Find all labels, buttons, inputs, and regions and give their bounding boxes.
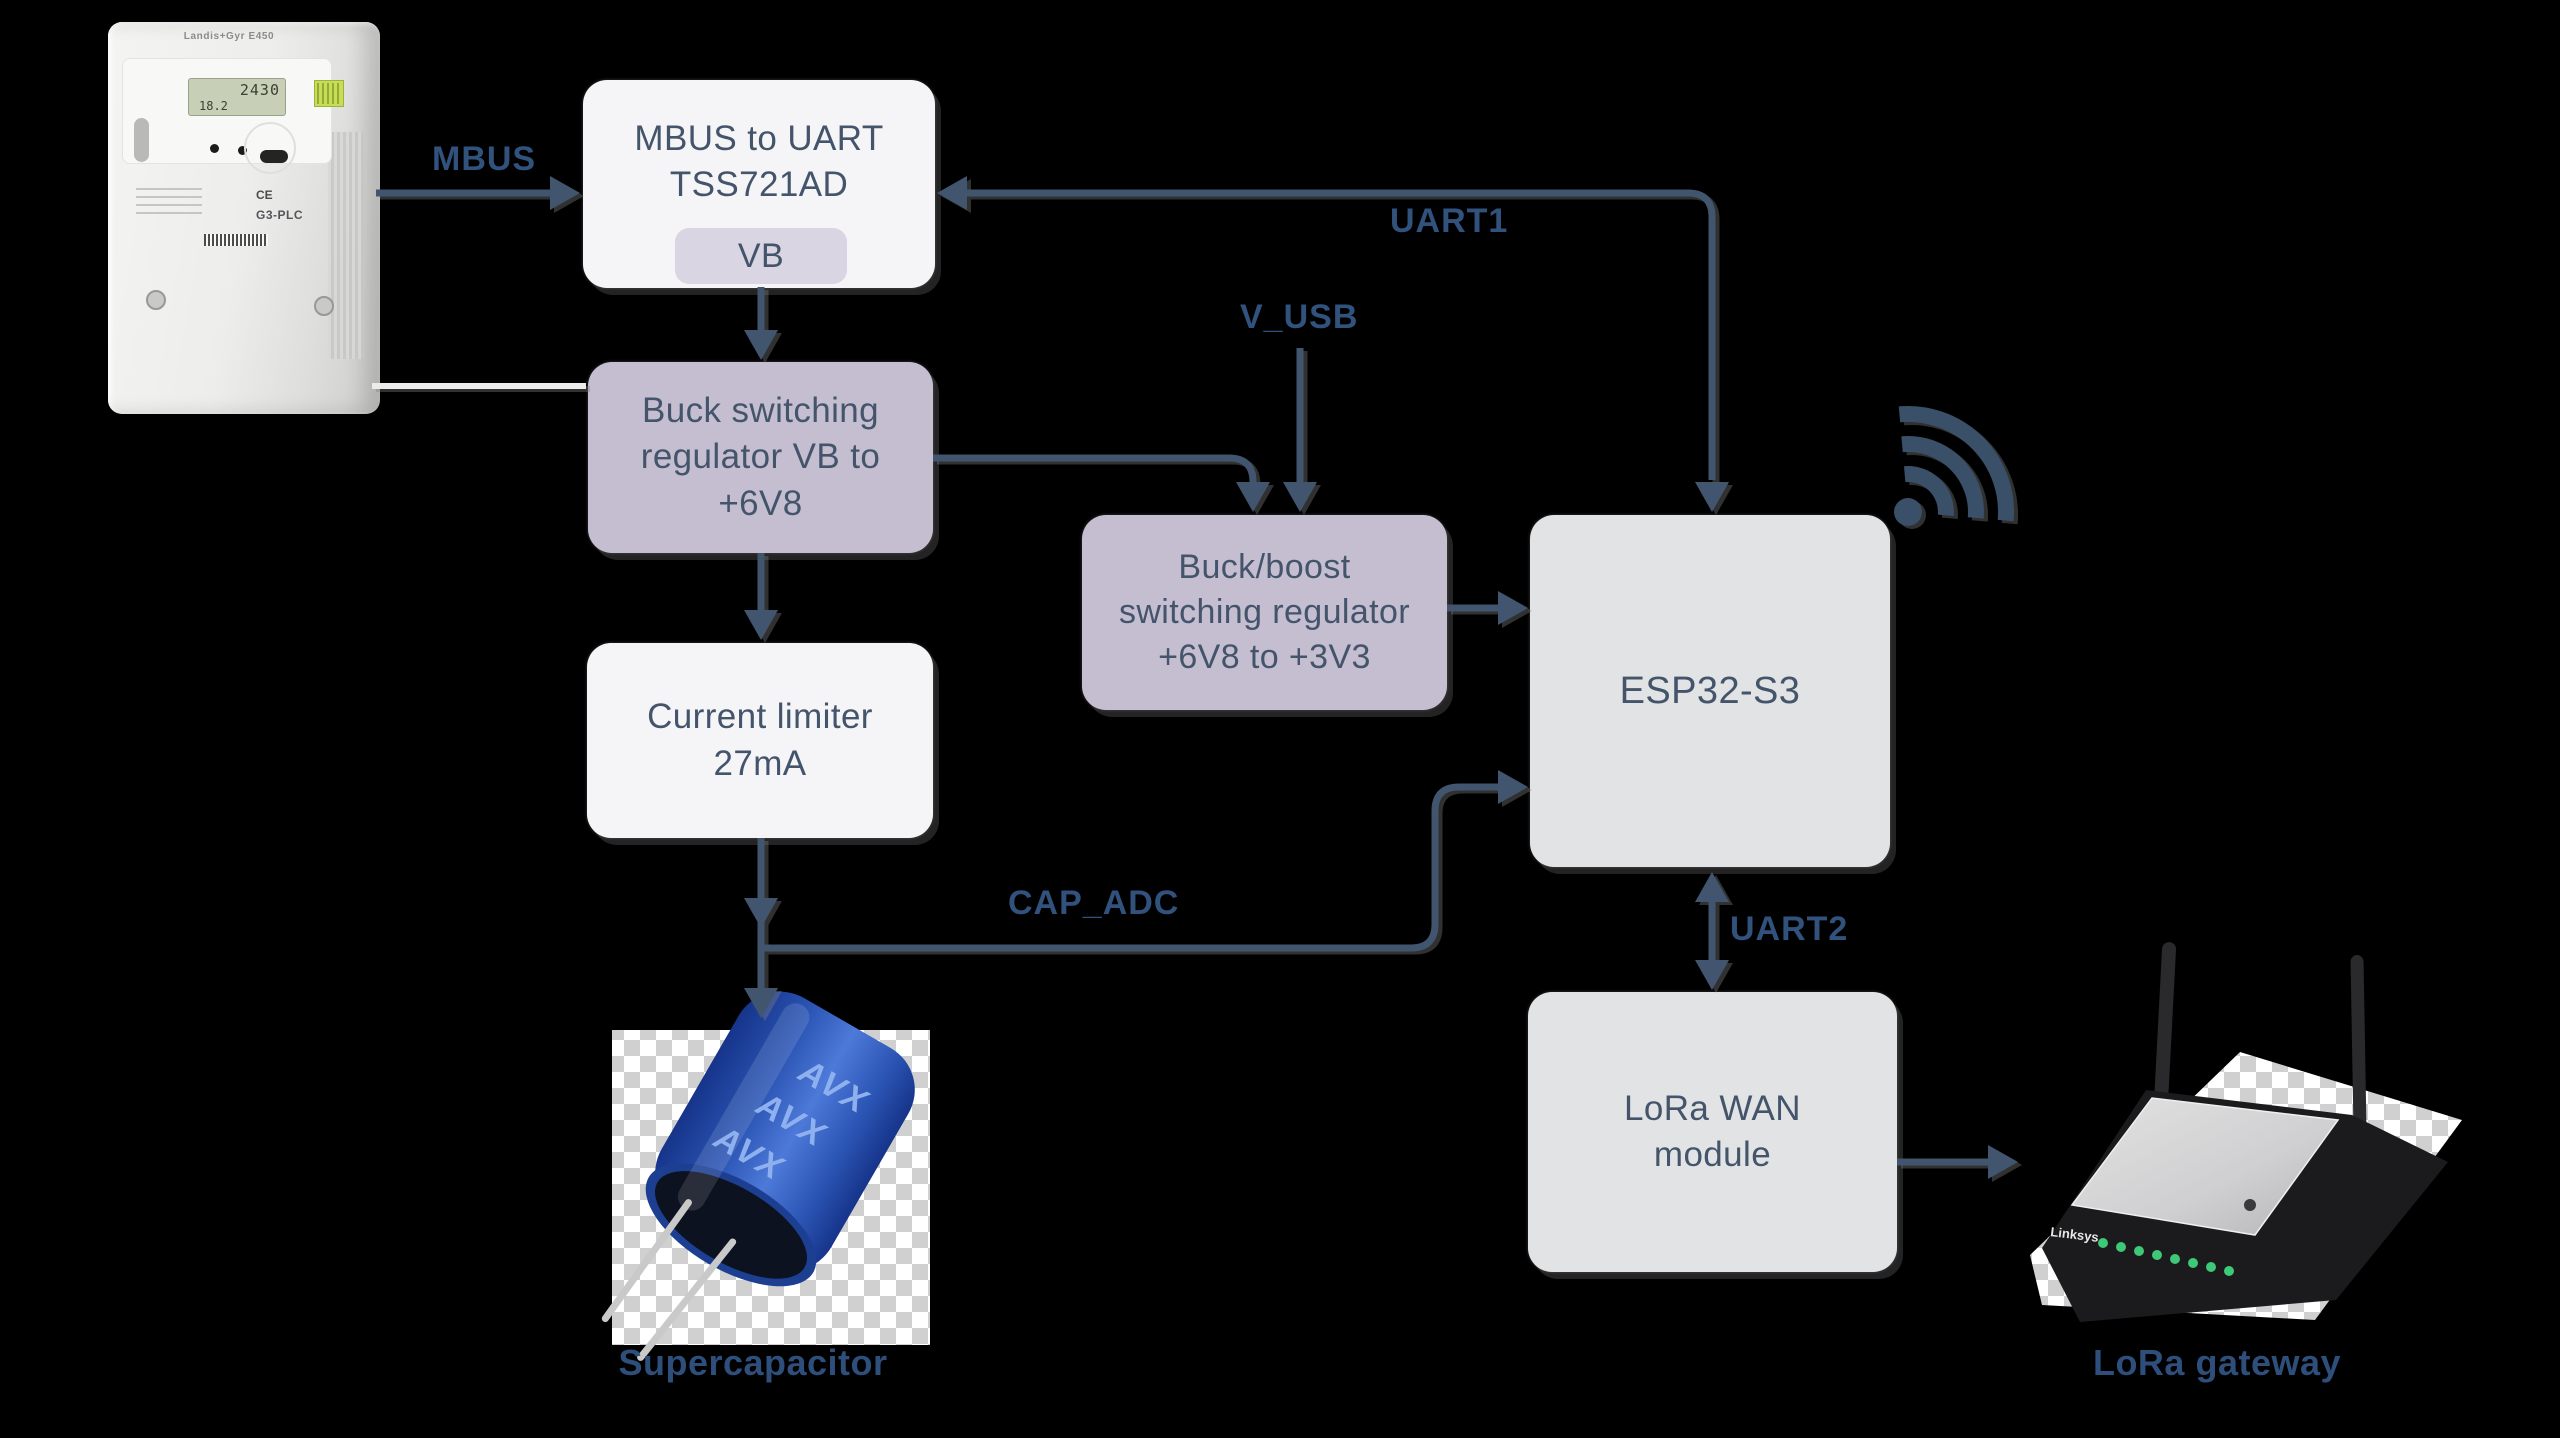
node-label-line: TSS721AD — [669, 165, 849, 205]
arrowhead-capadc-into-esp32 — [1498, 770, 1528, 804]
node-current-limiter: Current limiter 27mA — [587, 643, 933, 838]
gateway-antenna-right — [2350, 955, 2367, 1133]
arrowhead-limiter-mid — [744, 898, 778, 928]
meter-barcode — [204, 234, 268, 246]
gateway-antenna-left — [2153, 942, 2177, 1110]
wire-label-uart1: UART1 — [1390, 202, 1509, 240]
meter-screw — [146, 290, 166, 310]
gateway-leds — [2098, 1238, 2234, 1276]
arrowhead-into-esp32-left-upper — [1498, 591, 1528, 625]
gateway-brand-label: Linksys — [2050, 1224, 2100, 1245]
meter-lcd-reading-2: 18.2 — [199, 99, 228, 113]
meter-green-sticker — [314, 80, 344, 107]
wire-label-uart2: UART2 — [1730, 910, 1849, 948]
node-label-line: Current limiter — [647, 697, 873, 737]
node-lorawan-module: LoRa WAN module — [1528, 992, 1897, 1272]
meter-button — [260, 150, 288, 163]
meter-ce-mark: CE — [256, 188, 273, 202]
node-buck-regulator: Buck switching regulator VB to +6V8 — [588, 362, 933, 553]
meter-led-dot — [210, 144, 219, 153]
arrowheads — [550, 176, 2018, 1179]
meter-fine-print — [136, 188, 202, 216]
caption-lora-gateway: LoRa gateway — [2092, 1342, 2342, 1383]
node-label-line: 27mA — [713, 743, 807, 783]
wire-label-mbus: MBUS — [432, 140, 537, 178]
meter-button-ring — [244, 122, 296, 174]
gateway-button — [2244, 1199, 2256, 1211]
caption-supercapacitor: Supercapacitor — [618, 1342, 888, 1383]
wire-label-v-usb: V_USB — [1240, 298, 1359, 336]
meter-screw — [314, 296, 334, 316]
electricity-meter-image: Landis+Gyr E450 2430 18.2 CE G3-PLC — [108, 22, 380, 414]
wire-cap-adc — [761, 783, 1498, 952]
wire-label-cap-adc: CAP_ADC — [1008, 884, 1180, 922]
capacitor-opening — [654, 1171, 808, 1279]
arrowhead-into-capacitor — [744, 988, 778, 1018]
arrowhead-vb-into-buck — [744, 330, 778, 360]
node-label-line: +6V8 — [718, 483, 803, 523]
arrowhead-uart2-into-lorawan — [1695, 960, 1729, 990]
meter-seal — [134, 118, 149, 162]
node-label-line: Buck switching — [641, 391, 880, 431]
node-label-line: module — [1653, 1135, 1772, 1174]
node-label-line: switching regulator — [1118, 593, 1411, 632]
meter-lcd-reading: 2430 — [239, 81, 280, 99]
node-label-line: LoRa WAN — [1624, 1088, 1801, 1128]
wire-buck-to-buckboost — [933, 454, 1257, 483]
arrowhead-uart1-into-esp32 — [1695, 482, 1729, 512]
gateway-image: Linksys — [2042, 942, 2448, 1322]
capacitor-lead-1 — [601, 1199, 692, 1323]
node-label-line: ESP32-S3 — [1619, 669, 1801, 712]
meter-led-dot — [238, 146, 247, 155]
node-esp32: ESP32-S3 — [1530, 515, 1890, 867]
capacitor-lead-2 — [637, 1238, 737, 1361]
arrowhead-uart1-into-mbus-box — [937, 176, 967, 210]
wifi-icon — [1894, 405, 2015, 526]
arrowhead-into-gateway — [1988, 1145, 2018, 1179]
node-label-line: +6V8 to +3V3 — [1158, 637, 1371, 676]
node-label-line: regulator VB to — [640, 437, 881, 477]
arrowhead-into-buckboost-left — [1236, 482, 1270, 512]
capacitor-highlight — [677, 1003, 810, 1211]
wire-uart1 — [950, 189, 1716, 480]
meter-brand-model: Landis+Gyr E450 — [183, 31, 275, 42]
meter-side-ridges — [328, 132, 364, 359]
meter-plc-label: G3-PLC — [256, 208, 304, 222]
arrowhead-into-limiter — [744, 610, 778, 640]
gateway-top-panel — [2070, 1097, 2340, 1236]
node-label-line: MBUS to UART — [634, 119, 884, 158]
arrowhead-uart2-into-esp32 — [1695, 872, 1729, 902]
supercapacitor-image: AVX AVX AVX — [601, 991, 915, 1361]
node-label-line: Buck/boost — [1178, 548, 1351, 587]
meter-lcd: 2430 18.2 — [188, 78, 286, 116]
vb-tag: VB — [675, 228, 847, 284]
arrowhead-vusb-into-buckboost — [1283, 482, 1317, 512]
node-buckboost-regulator: Buck/boost switching regulator +6V8 to +… — [1082, 515, 1447, 710]
arrowhead-into-mbus-box — [550, 176, 580, 210]
node-mbus-to-uart: MBUS to UART TSS721AD VB — [583, 80, 935, 288]
